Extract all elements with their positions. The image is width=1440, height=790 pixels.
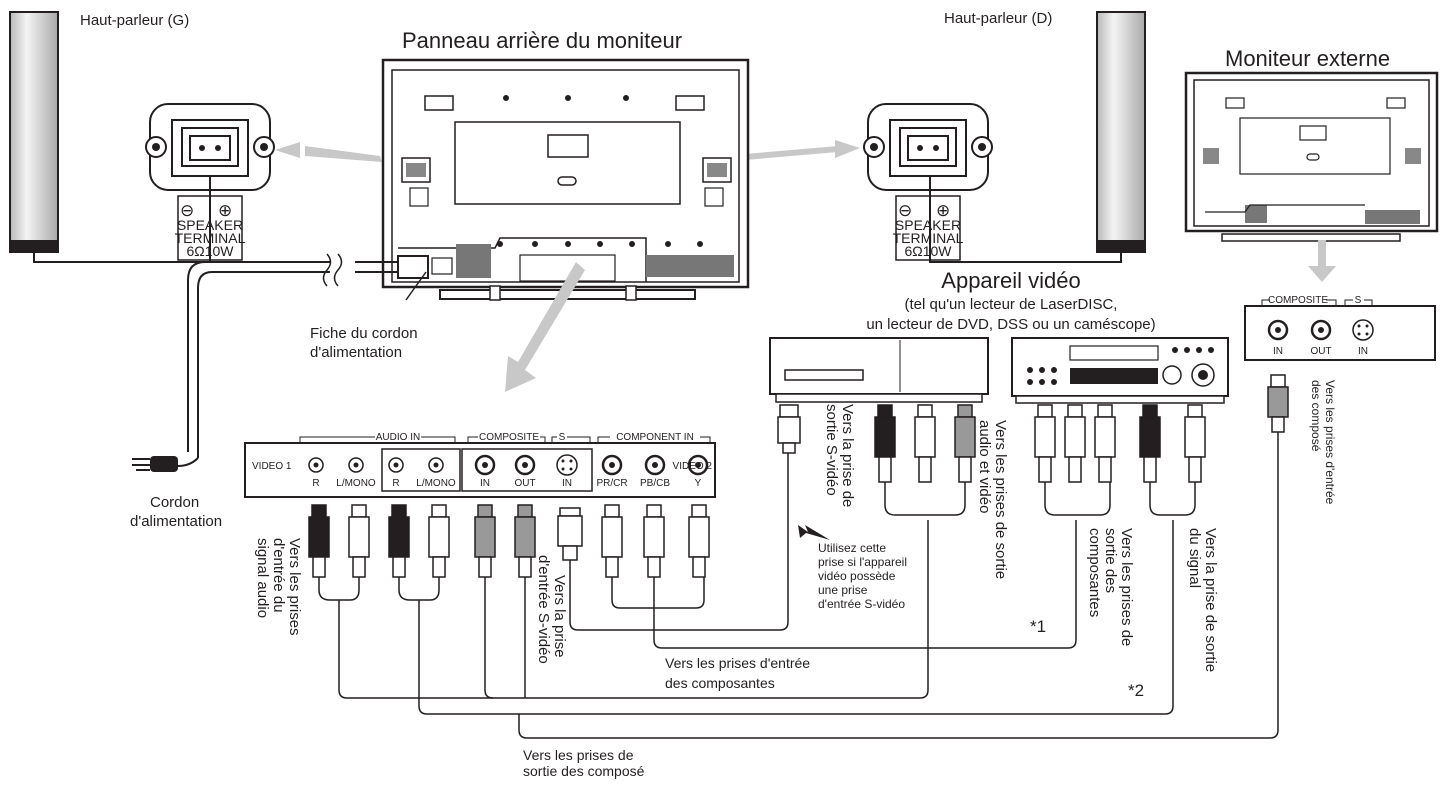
panel-jack-label: PR/CR: [596, 478, 627, 489]
av-output-label-1: Vers les prises de sortie: [992, 420, 1009, 579]
svideo-note-5: d'entrée S-vidéo: [818, 597, 905, 611]
external-monitor: [1184, 71, 1439, 242]
composite-input-label-2: des composé: [1309, 380, 1323, 452]
panel-jack-label: R: [392, 478, 399, 489]
panel-jack-label: R: [312, 478, 319, 489]
panel-jack-label: IN: [480, 478, 490, 489]
right-speaker-title: Haut-parleur (D): [944, 10, 1052, 27]
power-plug-label-1: Fiche du cordon: [310, 325, 418, 342]
external-monitor-title: Moniteur externe: [1225, 46, 1390, 71]
ext-s-label: S: [1355, 295, 1362, 306]
monitor-rear-panel: [381, 58, 750, 301]
left-terminal-line2: TERMINAL: [175, 230, 246, 246]
video-device-title: Appareil vidéo: [941, 268, 1080, 293]
component-output-label-3: composantes: [1086, 528, 1103, 617]
svideo-note-4: une prise: [818, 583, 868, 597]
audio-input-label-2: d'entrée du: [270, 538, 287, 613]
device-plugs: [777, 374, 1289, 483]
svideo-input-label-1: Vers la prise: [551, 575, 568, 658]
panel-jack-label: IN: [562, 478, 572, 489]
audio-input-label-1: Vers les prises: [286, 538, 303, 636]
monitor-title: Panneau arrière du moniteur: [402, 28, 682, 53]
power-cord-label-2: d'alimentation: [130, 513, 222, 530]
left-terminal-line3: 6Ω10W: [186, 243, 234, 259]
arrow-to-external-panel: [1308, 240, 1336, 282]
left-terminal-plus: ⊕: [218, 201, 232, 220]
right-terminal-line1: SPEAKER: [895, 217, 961, 233]
svideo-input-label-2: d'entrée S-vidéo: [535, 555, 552, 664]
panel-jack-label: PB/CB: [640, 478, 670, 489]
left-speaker: [9, 11, 59, 253]
power-cord-label-1: Cordon: [150, 494, 199, 511]
composite-input-label-1: Vers les prises d'entrée: [1323, 380, 1337, 505]
svideo-output-label-1: Vers la prise de: [839, 404, 856, 507]
right-terminal-line2: TERMINAL: [893, 230, 964, 246]
component-input-label-1: Vers les prises d'entrée: [665, 655, 810, 671]
signal-output-label-1: Vers la prise de sortie: [1202, 528, 1219, 672]
vcr-device: [769, 337, 989, 403]
panel-video2: VIDEO 2: [673, 461, 713, 472]
component-output-label-1: Vers les prises de: [1118, 528, 1135, 646]
right-terminal-line3: 6Ω10W: [904, 243, 952, 259]
right-speaker: [1096, 11, 1146, 253]
left-terminal-line1: SPEAKER: [177, 217, 243, 233]
panel-component-in: COMPONENT IN: [616, 432, 694, 443]
ext-jack-out: OUT: [1310, 346, 1331, 357]
composite-output-label-1: Vers les prises de: [523, 747, 634, 763]
right-terminal-plus: ⊕: [936, 201, 950, 220]
panel-composite: COMPOSITE: [479, 432, 539, 443]
cables: [318, 430, 1279, 739]
ext-jack-s-in: IN: [1358, 346, 1368, 357]
signal-output-label-2: du signal: [1186, 528, 1203, 588]
left-speaker-title: Haut-parleur (G): [80, 12, 189, 29]
power-plug-label-2: d'alimentation: [310, 344, 402, 361]
panel-jack-label: OUT: [514, 478, 535, 489]
panel-jack-label: Y: [695, 478, 702, 489]
av-output-label-2: audio et vidéo: [976, 420, 993, 513]
arrow-to-input-panel: [505, 262, 585, 392]
svideo-note-3: vidéo possède: [818, 569, 896, 583]
arrow-to-left-terminal: [275, 142, 380, 160]
dvd-player: [1011, 337, 1229, 404]
component-input-label-2: des composantes: [665, 675, 775, 691]
svideo-output-label-2: sortie S-vidéo: [823, 404, 840, 496]
input-panel: [244, 436, 716, 498]
left-terminal-minus: ⊖: [180, 201, 194, 220]
panel-video1: VIDEO 1: [252, 461, 292, 472]
component-output-label-2: sortie des: [1102, 528, 1119, 593]
panel-s: S: [559, 432, 566, 443]
panel-audio-in: AUDIO IN: [376, 432, 420, 443]
svideo-note-2: prise si l'appareil: [818, 555, 907, 569]
panel-plugs: [308, 504, 710, 578]
composite-output-label-2: sortie des composé: [523, 763, 645, 779]
audio-input-label-3: signal audio: [254, 538, 271, 618]
svideo-note-1: Utilisez cette: [818, 541, 886, 555]
video-device-subtitle-2: un lecteur de DVD, DSS ou un caméscope): [866, 316, 1155, 333]
panel-jack-label: L/MONO: [336, 478, 376, 489]
note-2: *2: [1128, 681, 1144, 700]
panel-jack-label: L/MONO: [416, 478, 456, 489]
ext-composite-label: COMPOSITE: [1268, 295, 1328, 306]
right-speaker-terminal: [863, 103, 993, 261]
ext-jack-in: IN: [1273, 346, 1283, 357]
power-cord: [132, 253, 429, 472]
note-1: *1: [1030, 617, 1046, 636]
right-terminal-minus: ⊖: [898, 201, 912, 220]
video-device-subtitle-1: (tel qu'un lecteur de LaserDISC,: [905, 296, 1118, 313]
external-panel: [1244, 299, 1436, 361]
